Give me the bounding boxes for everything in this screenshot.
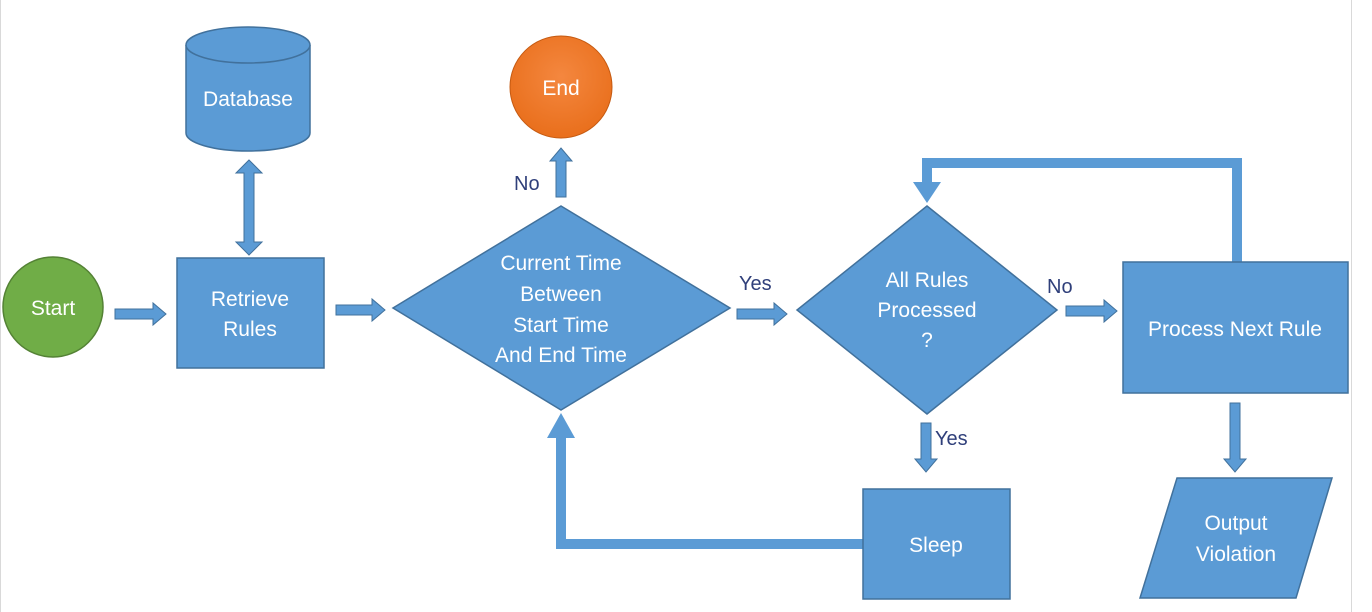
edge-label-rules-no: No (1047, 276, 1073, 298)
arrow-timecheck-to-allrules (736, 301, 788, 327)
arrow-allrules-to-process (1065, 298, 1118, 324)
edge-label-time-yes: Yes (739, 273, 772, 295)
all-rules-line2: Processed (877, 299, 976, 322)
process-next-rule-label: Process Next Rule (1148, 318, 1322, 341)
arrow-retrieve-to-timecheck (335, 297, 386, 323)
time-check-decision[interactable]: Current Time Between Start Time And End … (391, 205, 732, 411)
retrieve-rules-node[interactable]: Retrieve Rules (176, 257, 325, 369)
retrieve-rules-label-line1: Retrieve (211, 288, 289, 311)
all-rules-decision[interactable]: All Rules Processed ? (795, 205, 1059, 415)
process-next-rule-node[interactable]: Process Next Rule (1122, 261, 1349, 394)
end-node[interactable]: End (509, 35, 613, 139)
arrow-timecheck-to-end (548, 147, 574, 198)
time-check-line2: Between (520, 283, 602, 306)
arrow-process-to-output (1222, 402, 1248, 473)
time-check-line4: And End Time (495, 344, 627, 367)
sleep-label: Sleep (909, 534, 963, 557)
output-violation-node[interactable]: Output Violation (1138, 477, 1334, 599)
retrieve-rules-label-line2: Rules (223, 318, 277, 341)
start-label: Start (31, 297, 76, 320)
database-node[interactable]: Database (185, 26, 311, 152)
edge-label-rules-yes: Yes (935, 428, 968, 450)
sleep-node[interactable]: Sleep (862, 488, 1011, 600)
all-rules-line1: All Rules (886, 269, 969, 292)
end-label: End (542, 77, 579, 100)
arrow-database-retrieve-bidirectional (234, 159, 264, 256)
arrow-start-to-retrieve (114, 301, 167, 327)
all-rules-line3: ? (921, 329, 933, 352)
loop-process-to-allrules (913, 158, 1242, 262)
connectors (114, 147, 1248, 473)
edge-label-time-no: No (514, 173, 540, 195)
output-violation-line1: Output (1204, 512, 1267, 535)
output-violation-line2: Violation (1196, 543, 1276, 566)
time-check-line3: Start Time (513, 314, 609, 337)
arrow-allrules-to-sleep (913, 422, 939, 473)
start-node[interactable]: Start (2, 256, 104, 358)
loop-sleep-to-timecheck (547, 413, 863, 549)
time-check-line1: Current Time (500, 252, 621, 275)
database-label: Database (203, 88, 293, 111)
